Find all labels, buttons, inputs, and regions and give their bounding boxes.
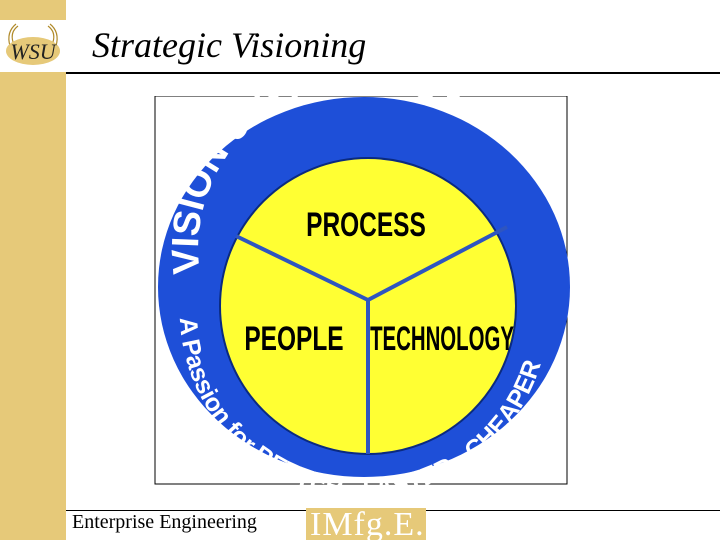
divider-right [367, 225, 508, 302]
footer-logo-text: IMfg.E. [310, 508, 425, 540]
segment-label-technology: TECHNOLOGY [370, 320, 514, 358]
left-sidebar [0, 0, 66, 540]
logo-text: WSU [10, 39, 57, 64]
wsu-logo: WSU [0, 20, 66, 72]
segment-label-process: PROCESS [306, 206, 426, 244]
title-divider [66, 72, 720, 74]
divider-left [235, 234, 369, 302]
slide-title: Strategic Visioning [92, 25, 367, 65]
segment-label-people: PEOPLE [244, 320, 343, 358]
imfge-logo: IMfg.E. [306, 508, 426, 540]
strategy-diagram: PROCESS PEOPLE TECHNOLOGY VISION & STRAT… [150, 52, 570, 502]
footer-text: Enterprise Engineering [72, 511, 257, 533]
